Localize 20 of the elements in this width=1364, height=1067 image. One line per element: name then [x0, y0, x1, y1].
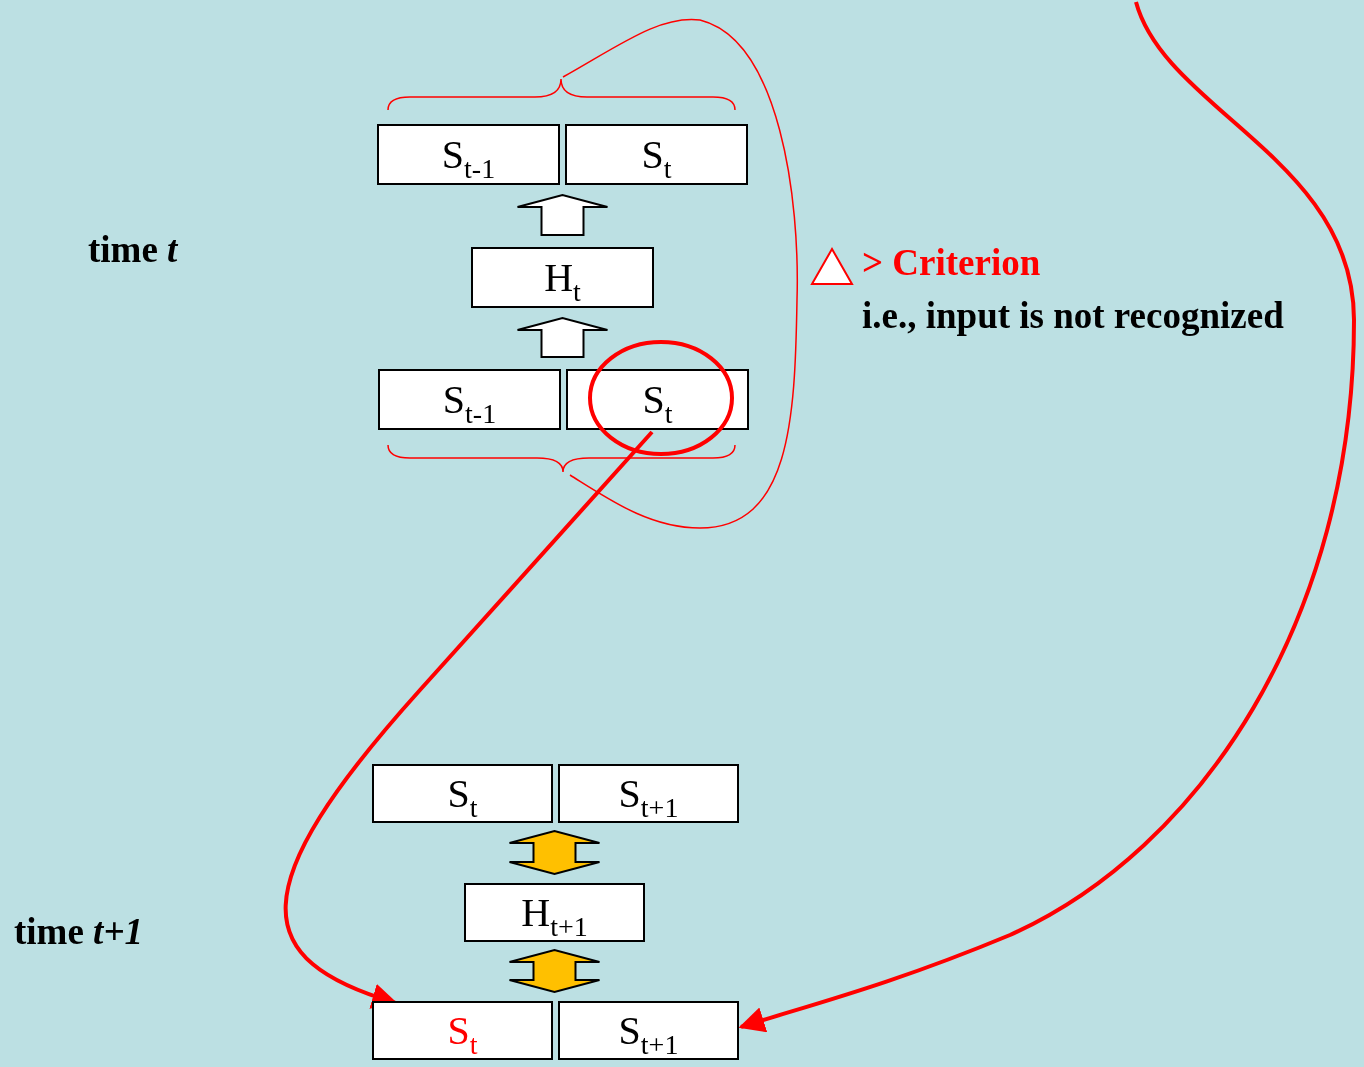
state-box	[565, 124, 748, 185]
criterion-text: > Criterion	[862, 243, 1041, 284]
state-box	[372, 1001, 553, 1060]
note-text: i.e., input is not recognized	[862, 296, 1284, 337]
time-label: time t+1	[14, 912, 143, 953]
state-box	[566, 369, 749, 430]
state-box	[558, 764, 739, 823]
state-box	[471, 247, 654, 308]
block-arrow	[516, 316, 609, 358]
state-box	[372, 764, 553, 823]
arrow	[284, 430, 654, 1008]
block-arrow	[516, 193, 609, 236]
state-box	[378, 369, 561, 430]
block-arrow	[508, 829, 601, 876]
arrow	[738, 1, 1356, 1033]
state-box	[377, 124, 560, 185]
state-box	[464, 883, 645, 942]
block-arrow	[508, 948, 601, 994]
state-box	[558, 1001, 739, 1060]
time-label: time t	[88, 230, 178, 271]
